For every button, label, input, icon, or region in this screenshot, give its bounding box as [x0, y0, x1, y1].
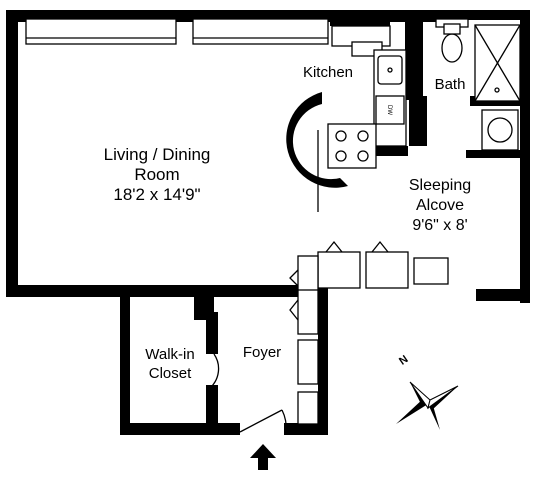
bath-name: Bath	[435, 76, 466, 93]
closet-name-1: Walk-in	[145, 346, 194, 363]
living-room-name-1: Living / Dining	[104, 145, 211, 164]
sleeping-alcove-dims: 9'6" x 8'	[412, 217, 467, 234]
bath-fixtures	[441, 23, 521, 151]
compass-north-label: N	[397, 353, 410, 367]
closet-name-2: Closet	[149, 365, 192, 382]
doors	[209, 353, 287, 433]
room-labels: Living / Dining Room 18'2 x 14'9" Kitche…	[104, 64, 472, 382]
entrance-arrow-icon	[250, 444, 276, 470]
living-room-name-2: Room	[134, 165, 179, 184]
sleeping-alcove-name-2: Alcove	[416, 197, 464, 214]
foyer-name: Foyer	[243, 344, 281, 361]
sleeping-alcove-name-1: Sleeping	[409, 177, 471, 194]
dishwasher-label: DW	[386, 105, 392, 115]
closets	[289, 240, 449, 425]
compass-rose-icon: N	[396, 353, 459, 430]
windows	[25, 18, 469, 45]
kitchen-name: Kitchen	[303, 64, 353, 81]
living-room-dims: 18'2 x 14'9"	[113, 185, 200, 204]
kitchen-fixtures: DW	[286, 25, 407, 212]
